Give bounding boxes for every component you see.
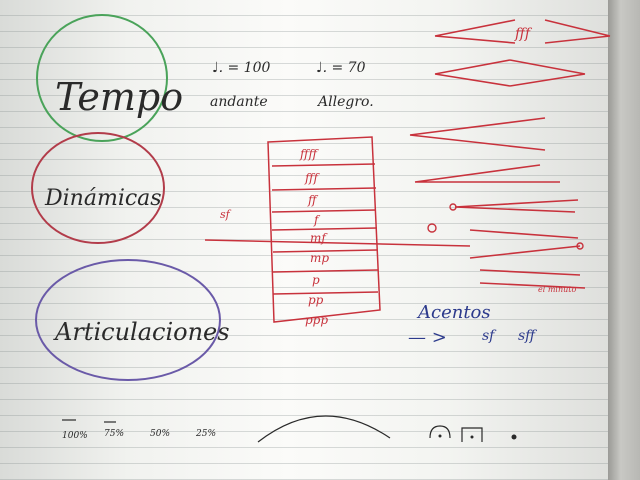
tempo-label: Tempo bbox=[55, 75, 183, 119]
dinamicas-circle bbox=[31, 132, 165, 244]
tempo-word-1: andante bbox=[210, 94, 268, 110]
board-frame bbox=[608, 0, 640, 480]
crescendo-hairpins bbox=[409, 19, 611, 289]
dynamic-mp: mp bbox=[310, 251, 329, 265]
dynamic-f: f bbox=[313, 213, 321, 227]
dinamicas-label: Dinámicas bbox=[44, 186, 162, 211]
hairpin-circle bbox=[449, 203, 457, 211]
dynamic-ffff: ffff bbox=[299, 147, 320, 161]
tempo-mark-2: ♩. = 70 bbox=[316, 60, 366, 76]
tempo-mark-1: ♩. = 100 bbox=[212, 60, 270, 76]
bracket-dot bbox=[470, 435, 474, 439]
tempo-word-2: Allegro. bbox=[316, 94, 374, 110]
top-right-label: fff bbox=[514, 26, 533, 42]
el-minuto-mark: el minuto bbox=[538, 285, 577, 294]
mark-75: 75% bbox=[104, 429, 124, 439]
hairpin-circle-2 bbox=[576, 242, 584, 250]
dynamic-mf: mf bbox=[310, 231, 328, 245]
dynamic-fff: fff bbox=[304, 171, 321, 185]
articulaciones-circle bbox=[35, 259, 221, 381]
dynamic-ff: ff bbox=[307, 193, 319, 207]
dynamic-ppp: ppp bbox=[305, 313, 328, 327]
articulaciones-label: Articulaciones bbox=[53, 318, 230, 346]
tempo-circle bbox=[36, 14, 168, 142]
bottom-percent-marks: 100% 75% 50% 25% bbox=[62, 429, 216, 441]
fermata-dot bbox=[438, 434, 442, 438]
dynamics-stack-labels: ffff fff ff f mf mp p pp ppp bbox=[299, 147, 329, 327]
accents-title: Acentos bbox=[416, 302, 491, 323]
comma-mark bbox=[511, 434, 517, 440]
dynamic-p: p bbox=[312, 273, 320, 287]
accents-symbol: — > bbox=[408, 327, 447, 348]
mark-50: 50% bbox=[150, 429, 170, 439]
accents-sff: sff bbox=[518, 328, 537, 344]
accents-sf: sf bbox=[482, 328, 497, 344]
dynamics-stack-frame bbox=[204, 136, 471, 323]
dynamic-pp: pp bbox=[308, 293, 324, 307]
dynamic-circle-mark bbox=[427, 223, 437, 233]
bottom-drawings bbox=[62, 415, 483, 443]
mark-100: 100% bbox=[62, 431, 88, 441]
sf-mark: sf bbox=[220, 208, 232, 221]
mark-25: 25% bbox=[195, 429, 216, 439]
